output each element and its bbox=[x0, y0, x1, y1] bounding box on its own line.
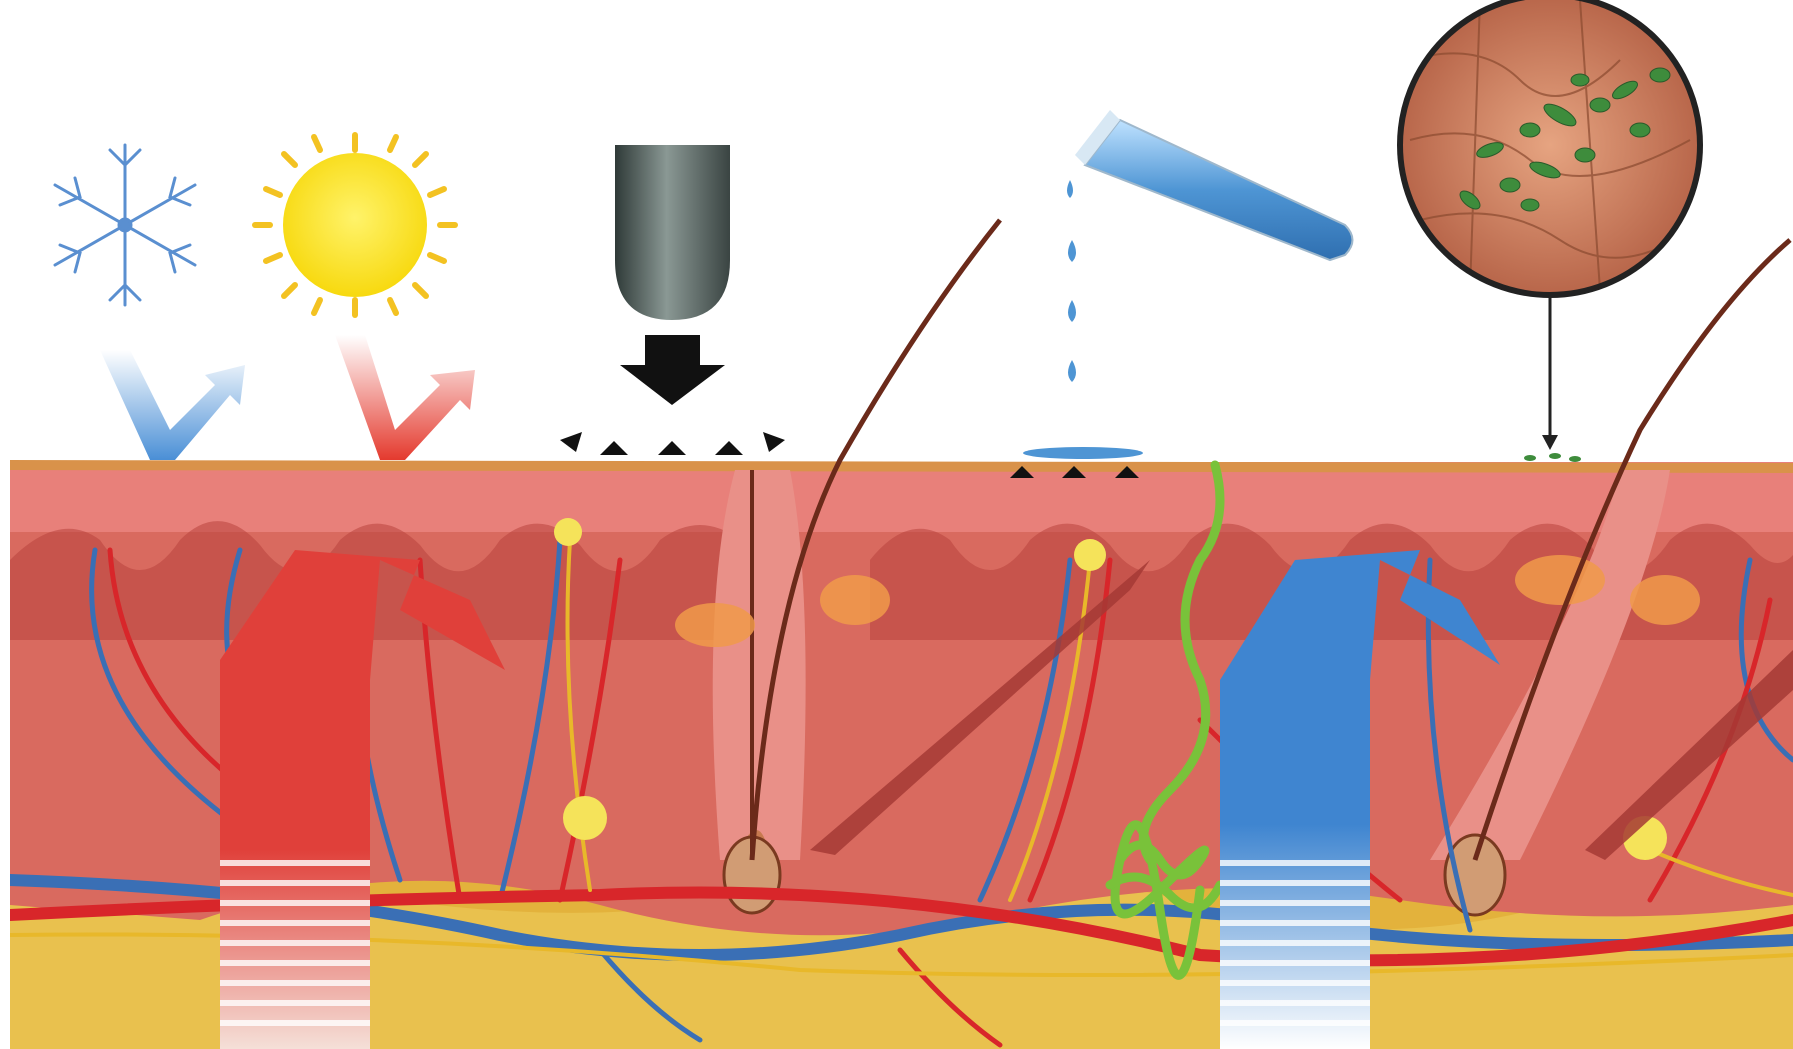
hair-follicle-1 bbox=[713, 470, 806, 913]
sebaceous-gland-3 bbox=[1515, 555, 1605, 605]
nerve-ending-1 bbox=[554, 518, 582, 546]
sebaceous-gland-1 bbox=[675, 603, 755, 647]
snowflake-icon bbox=[55, 145, 195, 305]
nerve-ending-3 bbox=[563, 796, 607, 840]
skin-cross-section bbox=[10, 462, 1793, 1049]
sebaceous-gland-4 bbox=[1630, 575, 1700, 625]
cold-deflect-arrow bbox=[100, 350, 245, 460]
nerve-ending-2 bbox=[1074, 539, 1106, 571]
sebaceous-gland-2 bbox=[820, 575, 890, 625]
test-tube-icon bbox=[1067, 110, 1353, 382]
heat-deflect-arrow bbox=[335, 335, 475, 460]
magnifier-bacteria-icon bbox=[1400, 0, 1700, 462]
pressure-probe-icon bbox=[560, 145, 785, 455]
sun-icon bbox=[255, 135, 455, 315]
skin-surface bbox=[10, 465, 1793, 468]
